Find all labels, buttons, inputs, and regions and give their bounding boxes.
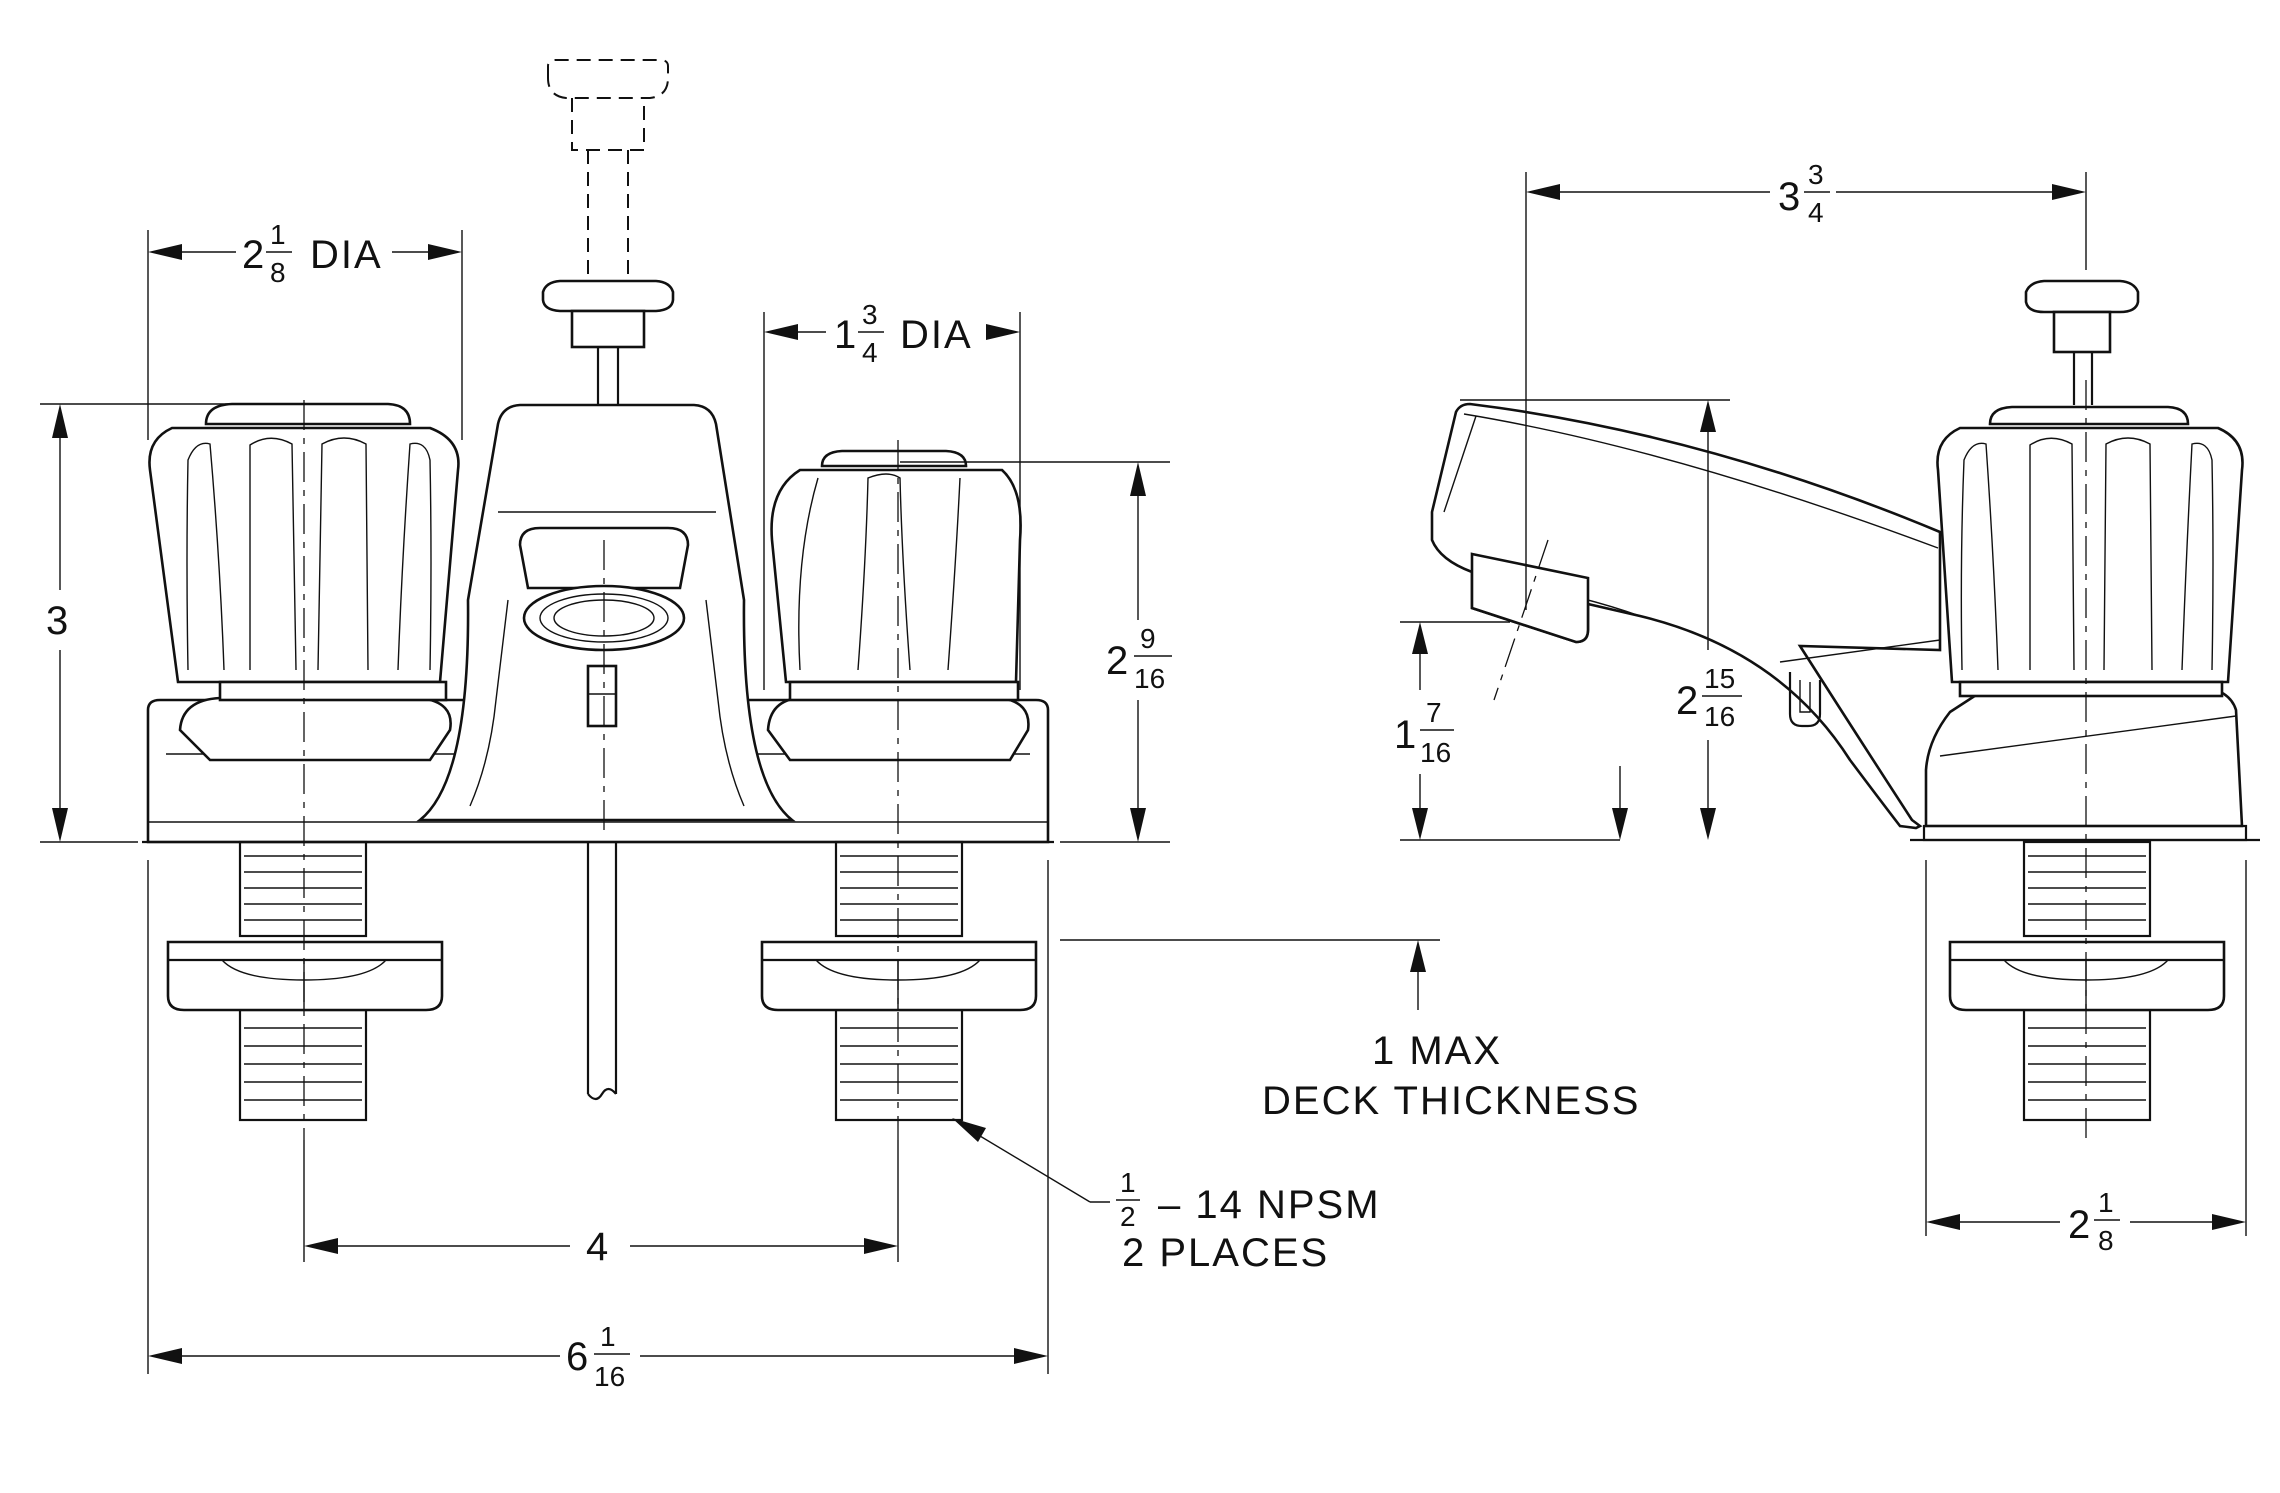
side-handle bbox=[1936, 405, 2244, 698]
center-spout bbox=[416, 403, 796, 822]
base-depth-whole: 2 bbox=[2068, 1203, 2092, 1247]
side-handle-base bbox=[1924, 684, 2244, 828]
dim-spout-top-height: 2 15 16 bbox=[1460, 399, 1742, 840]
spout-top-height-whole: 2 bbox=[1676, 679, 1700, 723]
deck-note-max: 1 MAX bbox=[1372, 1029, 1502, 1073]
deck-thickness-note: 1 MAX DECK THICKNESS bbox=[1060, 939, 1640, 1123]
right-handle-dia-whole: 1 bbox=[834, 313, 858, 357]
outlet-height-whole: 1 bbox=[1394, 713, 1418, 757]
dim-overall-height: 3 bbox=[40, 403, 290, 843]
spout-reach-den: 4 bbox=[1808, 197, 1824, 228]
deck-note-thickness: DECK THICKNESS bbox=[1262, 1079, 1640, 1123]
lift-rod-raised bbox=[547, 59, 669, 285]
left-handle-base bbox=[178, 696, 452, 762]
spout-reach-whole: 3 bbox=[1778, 175, 1802, 219]
side-shank bbox=[1948, 840, 2226, 1122]
dim-handle-height: 2 9 16 bbox=[900, 461, 1172, 843]
overall-width-num: 1 bbox=[600, 1321, 616, 1352]
left-handle-dia-whole: 2 bbox=[242, 233, 266, 277]
side-spout bbox=[1430, 402, 1942, 830]
thread-note: 1 2 – 14 NPSM 2 PLACES bbox=[952, 1118, 1381, 1275]
left-handle-dia-den: 8 bbox=[270, 257, 286, 288]
left-handle-dia-suffix: DIA bbox=[310, 233, 383, 277]
dim-spout-reach: 3 3 4 bbox=[1525, 159, 2087, 610]
front-view: 2 1 8 DIA 1 3 4 DIA 3 bbox=[40, 59, 1640, 1392]
right-handle-dia-num: 3 bbox=[862, 299, 878, 330]
overall-height-value: 3 bbox=[46, 599, 70, 643]
spout-top-height-den: 16 bbox=[1704, 701, 1735, 732]
right-handle-dia-suffix: DIA bbox=[900, 313, 973, 357]
handle-height-den: 16 bbox=[1134, 663, 1165, 694]
spout-reach-num: 3 bbox=[1808, 159, 1824, 190]
dim-right-handle-dia: 1 3 4 DIA bbox=[763, 299, 1021, 690]
lift-rod-lower bbox=[586, 842, 618, 1101]
outlet-centerline bbox=[1493, 539, 1549, 701]
handle-height-whole: 2 bbox=[1106, 639, 1130, 683]
base-depth-num: 1 bbox=[2098, 1187, 2114, 1218]
right-handle-dia-den: 4 bbox=[862, 337, 878, 368]
base-depth-den: 8 bbox=[2098, 1225, 2114, 1256]
thread-note-places: 2 PLACES bbox=[1122, 1231, 1329, 1275]
dim-center-spacing: 4 bbox=[303, 1140, 899, 1269]
outlet-height-num: 7 bbox=[1426, 697, 1442, 728]
side-lift-rod bbox=[2024, 279, 2140, 405]
thread-note-num: 1 bbox=[1120, 1167, 1136, 1198]
thread-note-text: – 14 NPSM bbox=[1158, 1183, 1381, 1227]
outlet-height-den: 16 bbox=[1420, 737, 1451, 768]
overall-width-whole: 6 bbox=[566, 1335, 590, 1379]
dim-overall-width: 6 1 16 bbox=[147, 860, 1049, 1392]
dim-spout-outlet-height: 1 7 16 bbox=[1394, 621, 1620, 841]
left-handle bbox=[148, 402, 460, 702]
thread-note-den: 2 bbox=[1120, 1201, 1136, 1232]
side-view: 3 3 4 1 7 16 2 15 16 bbox=[1394, 159, 2260, 1256]
right-handle bbox=[770, 449, 1022, 702]
center-spacing-value: 4 bbox=[586, 1225, 610, 1269]
dim-base-depth: 2 1 8 bbox=[1925, 860, 2247, 1256]
left-handle-dia-num: 1 bbox=[270, 219, 286, 250]
right-shank bbox=[760, 840, 1038, 1122]
left-shank bbox=[166, 840, 444, 1122]
spout-top-height-num: 15 bbox=[1704, 663, 1735, 694]
dim-deck-reference bbox=[1612, 766, 1628, 840]
overall-width-den: 16 bbox=[594, 1361, 625, 1392]
lift-rod-knob bbox=[541, 279, 675, 405]
handle-height-num: 9 bbox=[1140, 623, 1156, 654]
dim-left-handle-dia: 2 1 8 DIA bbox=[147, 219, 463, 440]
